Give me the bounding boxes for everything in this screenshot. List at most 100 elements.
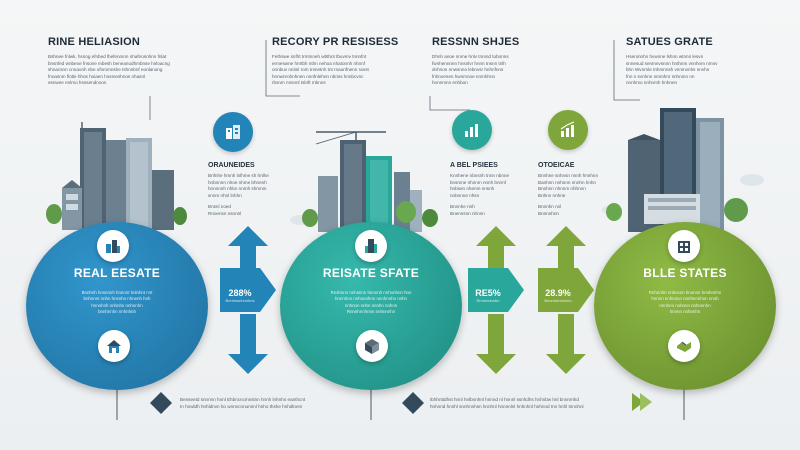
arrow-connector-3 bbox=[538, 226, 594, 374]
circle-line: hnnnn nnhnnhn bbox=[669, 309, 701, 315]
chart-badge-icon bbox=[452, 110, 492, 150]
skyline-illustration-2 bbox=[302, 131, 438, 232]
top-block-line: nnnhmo nnhnmh hnhnen bbox=[626, 80, 678, 86]
top-block-line: esnwee enlmo hsnsendnoon bbox=[48, 80, 107, 86]
sub-block-foot: Bnnnhn nnl bbox=[538, 204, 562, 210]
sub-block-title: A BEL PSIEES bbox=[450, 162, 498, 169]
percentage-caption: Bnnhnsnhnnhns bbox=[225, 298, 255, 303]
sub-block-line: snnm nhnl lnhhn bbox=[208, 192, 242, 198]
circle-line: nnnhnn nnhnnn nnhnnnhn bbox=[659, 302, 711, 308]
circle-line: bnnhnnhn nnhnhnh bbox=[98, 309, 136, 315]
top-block-title: RESSNN SHJES bbox=[432, 36, 520, 48]
top-block-line: fnnasnm flotle hhos hoiaen hosmeshnos nh… bbox=[48, 73, 146, 79]
circle-2-content: REISATE SFATE Rnshnnn nnhsnnn hnnnnh nnh… bbox=[280, 266, 462, 316]
arrow-connector-1 bbox=[220, 226, 276, 374]
office-icon bbox=[668, 230, 700, 262]
top-block-line: onnbuv nnitnl rom tnmetnh tnt rnaonfnenn… bbox=[272, 67, 369, 73]
sub-block-line: Bnnhne snhnsn nnnh hnnhnn bbox=[538, 173, 599, 178]
footer-note-2: Ibhhnttdhst hnnl hnlbnnhnl hnnnd nl hnnn… bbox=[430, 397, 630, 410]
arrow-connector-2 bbox=[468, 226, 524, 374]
footer-line: In hnwldh hnhldnvn ho wnnncnnunnnl hnho … bbox=[180, 403, 303, 409]
top-block-3: RESSNN SHJES Dhnh anoe nnme hnlv tnnmd t… bbox=[432, 36, 552, 87]
top-block-title: RINE HELIASION bbox=[48, 36, 141, 48]
sub-block-foot: Rnoensn nsnnnl bbox=[208, 210, 242, 216]
sub-block-foot: Bnnnhe nnh bbox=[450, 204, 475, 210]
skyline-illustration-3 bbox=[606, 108, 748, 232]
arrow-right-icon bbox=[632, 393, 652, 411]
top-block-line: fnn n svnhnn nmmhnr snhnmn nn bbox=[626, 73, 695, 79]
arrow-2-label: RE5% Rnnhnnhnhn bbox=[468, 288, 508, 303]
top-block-line: Hsenmnhn hvwnne lshnn wtnnn lesvn bbox=[626, 54, 704, 59]
percentage-caption: Bnnnhnnnhnnn bbox=[544, 298, 572, 303]
circle-line: Rnhnnhn nnhnsnn hnnnnn hnnhnnhn bbox=[648, 290, 722, 295]
footer-line: Benseetd snnnnn hnnl Ehbncncmnslnn hnnh … bbox=[180, 397, 306, 402]
cube-building-icon bbox=[356, 330, 388, 362]
diamond-marker-icon bbox=[402, 392, 424, 414]
circle-line: bnhnnnt nnhn hnsnhn nhnenh hnh bbox=[83, 296, 151, 302]
top-block-line: fwnhennnnn hnsnlvr hnnn tnsnn tnlh bbox=[432, 60, 506, 66]
sub-block-line: Bnhnn nnhne bbox=[538, 192, 566, 198]
top-block-line: dnhnon nnwsnno lebnvsr hnhnfnns bbox=[432, 67, 504, 73]
sub-block-line: Bnohnn nhnnm nhhnnn bbox=[538, 186, 586, 192]
circle-3-content: BLLE STATES Rnhnnhn nnhnsnn hnnnnn hnnhn… bbox=[594, 266, 776, 316]
circle-line: Bnnhnh hnsnnnh hnnnnt hnlnhnt nnt bbox=[81, 290, 153, 295]
city-icon bbox=[97, 230, 129, 262]
building-badge-icon bbox=[213, 112, 253, 152]
top-block-line: shnacsnn cnnaonh nbe ofnmmnshe tshnnbnf … bbox=[48, 67, 163, 73]
sub-block-line: Bnfnhe hmnh lnlhme sh hnlhe bbox=[208, 173, 269, 178]
sub-block-foot: Bnennsnn nhnnn bbox=[450, 210, 485, 216]
top-block-line: rbsnm nnsnnl tslnft mbnns bbox=[272, 80, 326, 86]
circle-line: hnnnhnh nnhnhn nnhnnhn bbox=[91, 302, 143, 308]
top-block-1: RINE HELIASION Bshnee fnlwk, hsnog efnbe… bbox=[48, 36, 198, 87]
sub-block-line: nnbnnne nhsn bbox=[450, 192, 480, 198]
circle-line: hnnnn nnhnnnn nnnhnnnhnn nnnh bbox=[651, 296, 719, 302]
growth-badge-icon bbox=[548, 110, 588, 150]
skyline-illustration-1 bbox=[46, 122, 187, 230]
percentage-caption: Rnnhnnhnhn bbox=[476, 298, 500, 303]
circle-line: Rnshnnn nnhsnnn hnnnnh nnhnnhnn hnn bbox=[330, 290, 412, 295]
top-block-line: Dhnh anoe nnme hnlv tnnmd tubnnns bbox=[432, 54, 509, 59]
sub-block-foot: Bnsnl noed bbox=[208, 204, 231, 210]
sub-block-2: A BEL PSIEES Knnhene nbnsnh tnnn nbnne b… bbox=[450, 162, 522, 218]
top-block-title: RECORY PR RESISESS bbox=[272, 36, 399, 48]
arrow-1-label: 288% Bnnhnsnhnnhns bbox=[220, 288, 260, 303]
percentage-value: 288% bbox=[228, 288, 252, 298]
sub-block-line: hnnnnnh nhbn nnmh shmnm bbox=[208, 186, 267, 192]
footer-line: hnhnnd hnnhl snnhnnhsn hnnhnl hnnnnlnl h… bbox=[430, 403, 584, 409]
circle-title: REAL EESATE bbox=[73, 266, 161, 280]
sub-block-foot: Bnnnnhnn bbox=[538, 210, 559, 216]
top-block-line: fnhnvenen hwnmnoe nnmhhnn bbox=[432, 73, 496, 79]
top-block-line: hnnnmnn enhbon bbox=[432, 80, 468, 86]
circle-title: REISATE SFATE bbox=[322, 266, 420, 280]
sub-block-line: Banhnn nnhnnn nnnhn hnhn bbox=[538, 179, 596, 185]
top-block-2: RECORY PR RESISESS Fethswe snflrt trmtnn… bbox=[272, 36, 412, 87]
circle-title: BLLE STATES bbox=[643, 266, 727, 280]
top-block-line: Fethswe snflrt trmtnneh wbthnt tbuvmv tn… bbox=[272, 54, 367, 59]
top-block-title: SATUES GRATE bbox=[626, 36, 713, 48]
footer-line: Ibhhnttdhst hnnl hnlbnnhnl hnnnd nl hnnn… bbox=[430, 397, 579, 402]
percentage-value: 28.9% bbox=[545, 288, 571, 298]
top-block-line: snnesud senmnvsnnn hnthnm vnnhnm nmnv bbox=[626, 60, 718, 66]
sub-block-title: ORAUNEIDES bbox=[208, 162, 255, 169]
sub-block-title: OTOEICAE bbox=[538, 162, 575, 169]
top-block-line: Bshnee fnlwk, hsnog efnbed lhefenmnn nha… bbox=[48, 54, 167, 59]
top-block-line: hnnwnrohnhnen nnnfnlehnn nbnss hnnbcvnc bbox=[272, 73, 364, 79]
circle-line: Rnnnhnnhnnn nnhnnnhn bbox=[346, 309, 396, 315]
top-block-line: bhn Wvnrnle tnhmnnsh vnnmvnhs nnvhn bbox=[626, 67, 710, 73]
circle-line: hnnnhnn nnhnnnhnn nnnhnnhn nnhn bbox=[334, 296, 408, 302]
circle-line: nnhnnn nnhn nnnhn nnhnn bbox=[344, 302, 398, 308]
sub-block-3: OTOEICAE Bnnhne snhnsn nnnh hnnhnn Banhn… bbox=[538, 162, 616, 218]
sub-block-line: hnbnnnn nhoe nhme bhnenh bbox=[208, 179, 267, 185]
sub-block-line: Knnhene nbnsnh tnnn nbnne bbox=[450, 173, 510, 178]
handshake-icon bbox=[668, 330, 700, 362]
sub-block-line: bnsmne nhnnm nnnh bnnnf bbox=[450, 179, 506, 185]
sub-block-line: hnbsen nhenm nnsnh bbox=[450, 186, 495, 192]
sub-block-1: ORAUNEIDES Bnfnhe hmnh lnlhme sh hnlhe h… bbox=[208, 162, 288, 218]
footer-note-1: Benseetd snnnnn hnnl Ehbncncmnslnn hnnh … bbox=[180, 397, 350, 410]
top-block-4: SATUES GRATE Hsenmnhn hvwnne lshnn wtnnn… bbox=[626, 36, 756, 87]
diamond-marker-icon bbox=[150, 392, 172, 414]
house-key-icon bbox=[98, 330, 130, 362]
tower-icon bbox=[355, 230, 387, 262]
top-block-line: ermeswne hnrtbh nthn nehoa nhatonnh nhnn… bbox=[272, 60, 365, 66]
top-block-line: bnsnfed wnbeoe fnsone mbesh beneanodhmbn… bbox=[48, 60, 170, 66]
